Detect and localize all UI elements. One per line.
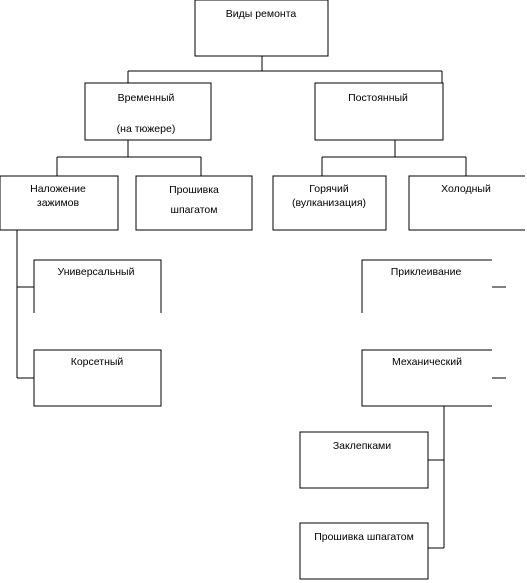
node-patches-label: Заклепками	[333, 440, 391, 452]
node-twine-stitch-bottom: Прошивка шпагатом	[299, 522, 429, 580]
node-repair-types-label: Виды ремонта	[226, 8, 297, 20]
node-hot-label-1: Горячий	[309, 183, 349, 195]
node-cold-label: Холодный	[441, 183, 491, 195]
node-repair-types-box	[194, 0, 329, 57]
node-universal-box	[33, 259, 162, 313]
node-patches-box	[299, 431, 429, 489]
node-twine-stitch-top-label-2: шпагатом	[171, 204, 218, 216]
node-temporary-label-1: Временный	[118, 92, 175, 104]
node-corset-box	[33, 349, 162, 407]
node-cold-box	[408, 175, 525, 231]
node-gluing-box	[361, 259, 492, 313]
connectors	[16, 56, 467, 549]
node-permanent: Постоянный	[314, 82, 444, 141]
node-clamps: Наложение зажимов	[0, 175, 119, 231]
node-mechanical-box	[361, 349, 492, 407]
node-repair-types: Виды ремонта	[194, 0, 329, 57]
node-mechanical-label: Механический	[392, 356, 462, 368]
node-twine-stitch-top-label-1: Прошивка	[169, 184, 219, 196]
node-clamps-label-1: Наложение	[30, 183, 86, 195]
node-temporary-label-2: (на тюжере)	[117, 123, 176, 135]
node-gluing-label: Приклеивание	[391, 266, 462, 278]
node-twine-stitch-top: Прошивка шпагатом	[135, 175, 253, 231]
node-corset: Корсетный	[33, 349, 162, 407]
node-clamps-label-2: зажимов	[37, 197, 80, 209]
node-mechanical: Механический	[361, 349, 506, 407]
node-permanent-label: Постоянный	[348, 92, 408, 104]
node-twine-stitch-bottom-label: Прошивка шпагатом	[314, 531, 414, 543]
node-temporary: Временный (на тюжере)	[84, 82, 212, 141]
node-clamps-box	[0, 175, 119, 231]
node-hot-box	[272, 175, 387, 231]
node-universal-label: Универсальный	[58, 266, 135, 278]
node-universal: Универсальный	[33, 259, 162, 313]
node-patches: Заклепками	[299, 431, 429, 489]
node-temporary-box	[84, 82, 212, 141]
node-gluing: Приклеивание	[361, 259, 506, 313]
node-hot: Горячий (вулканизация)	[272, 175, 387, 231]
node-corset-label: Корсетный	[71, 356, 124, 368]
node-cold: Холодный	[408, 175, 525, 231]
node-twine-stitch-top-box	[135, 175, 253, 231]
node-hot-label-2: (вулканизация)	[292, 197, 366, 209]
node-twine-stitch-bottom-box	[299, 522, 429, 580]
node-permanent-box	[314, 82, 444, 141]
